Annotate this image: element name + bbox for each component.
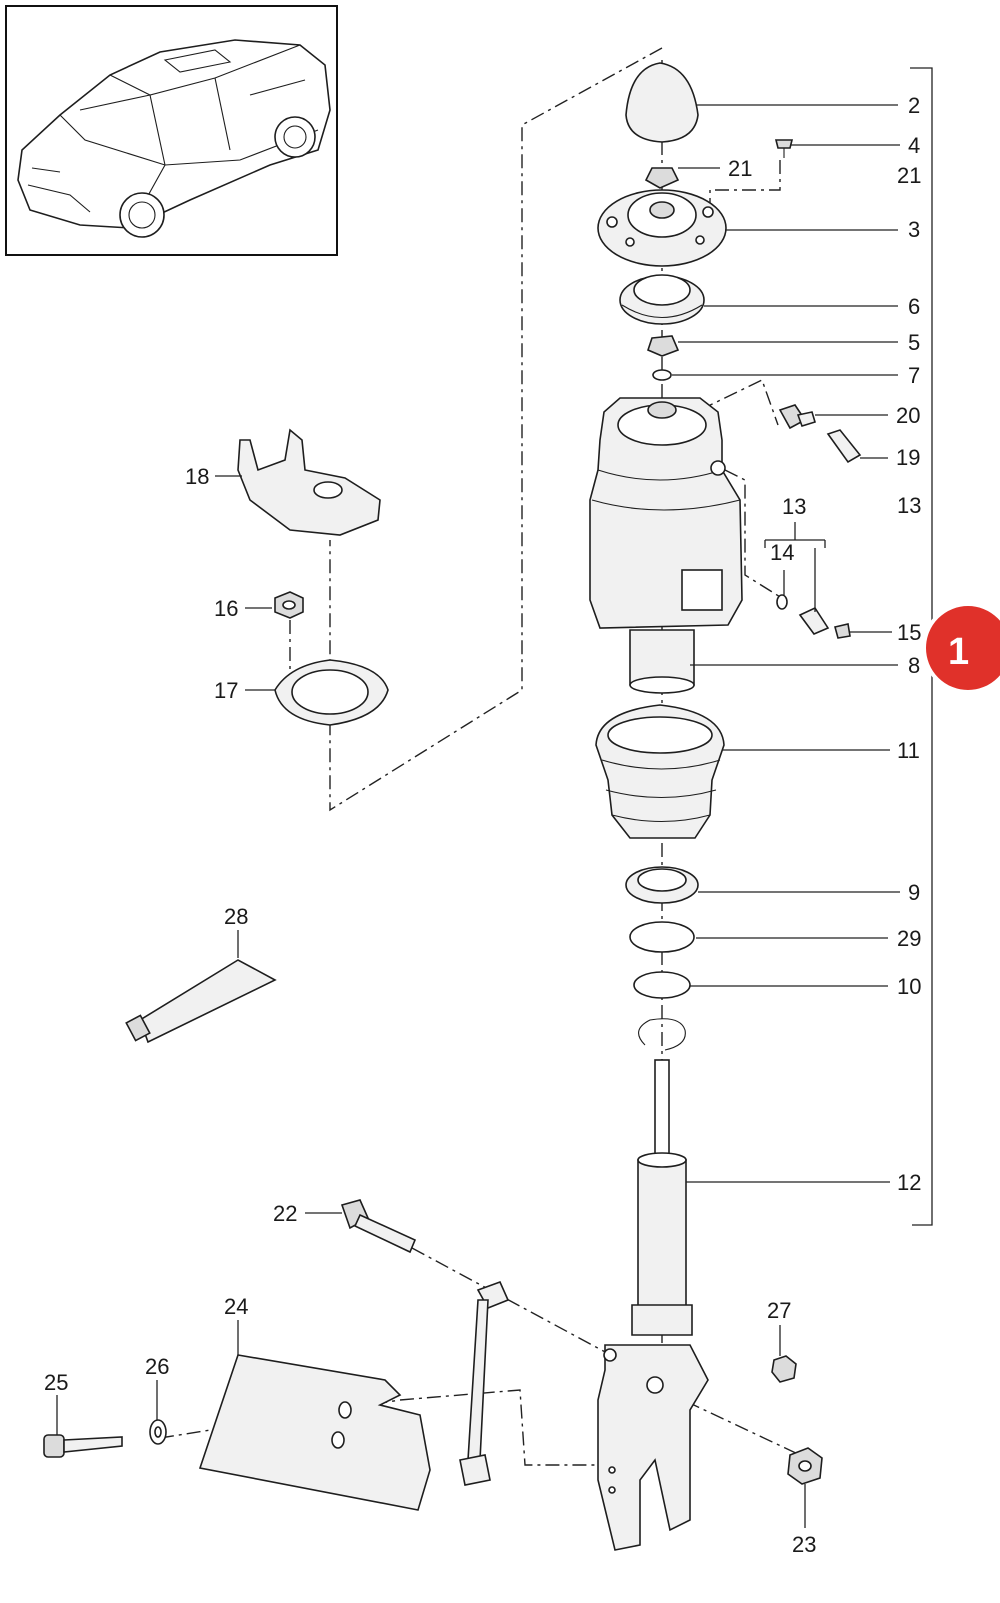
callout-8: 8 — [908, 653, 920, 678]
part-bracket-18 — [237, 428, 381, 536]
part-nut-21 — [644, 167, 680, 189]
part-fitting-20 — [778, 404, 816, 430]
callout-23: 23 — [792, 1532, 816, 1557]
part-screw-4 — [774, 139, 794, 158]
vehicle-thumbnail — [5, 5, 338, 256]
callout-14: 14 — [770, 540, 794, 565]
callout-10: 10 — [897, 974, 921, 999]
callout-16: 16 — [214, 596, 238, 621]
callout-20: 20 — [896, 403, 920, 428]
callout-6: 6 — [908, 294, 920, 319]
callout-numbers: 2 4 21 21 3 6 5 7 20 19 13 13 14 15 8 11… — [44, 93, 921, 1557]
part-grease-tube-28 — [125, 959, 277, 1044]
part-ring-10 — [633, 971, 691, 999]
callout-11: 11 — [897, 738, 920, 763]
part-washer-26 — [149, 1419, 167, 1445]
callout-28: 28 — [224, 904, 248, 929]
part-bump-stop — [625, 62, 699, 143]
callout-27: 27 — [767, 1298, 791, 1323]
callout-7: 7 — [908, 363, 920, 388]
part-valve-19 — [826, 429, 862, 464]
callout-13: 13 — [782, 494, 806, 519]
badge-label: 1 — [948, 631, 969, 673]
part-bolt-22 — [340, 1199, 417, 1254]
part-piston-8 — [629, 629, 695, 694]
callout-3: 3 — [908, 217, 920, 242]
part-valve-13 — [798, 606, 830, 635]
callout-25: 25 — [44, 1370, 68, 1395]
part-o-ring-7 — [652, 369, 672, 381]
callout-4: 4 — [908, 133, 920, 158]
part-circlip — [638, 1018, 686, 1051]
callout-2: 2 — [908, 93, 920, 118]
part-nut-16 — [274, 591, 304, 619]
callout-24: 24 — [224, 1294, 248, 1319]
part-fork — [597, 1344, 709, 1551]
part-boot-11 — [595, 704, 725, 839]
callout-15: 15 — [897, 620, 921, 645]
callout-12: 12 — [897, 1170, 921, 1195]
part-ring-nut-9 — [625, 866, 699, 904]
part-cap-15 — [834, 623, 851, 639]
part-ring-29 — [629, 921, 695, 953]
callout-21-nut: 21 — [728, 156, 752, 181]
callout-29: 29 — [897, 926, 921, 951]
part-strut-mount — [597, 189, 727, 267]
part-air-spring — [589, 397, 743, 629]
callout-19: 19 — [896, 445, 920, 470]
part-link-rod — [459, 1280, 510, 1486]
part-o-ring-14 — [776, 594, 788, 610]
callout-5: 5 — [908, 330, 920, 355]
callout-18: 18 — [185, 464, 209, 489]
badge-circle — [922, 602, 1000, 694]
callout-9: 9 — [908, 880, 920, 905]
callout-22: 22 — [273, 1201, 297, 1226]
callout-26: 26 — [145, 1354, 169, 1379]
suv-illustration — [17, 39, 331, 238]
position-badge[interactable]: 1 — [922, 602, 1000, 694]
leader-lines — [56, 104, 900, 1528]
part-plate-17 — [274, 659, 389, 726]
callout-17: 17 — [214, 678, 238, 703]
part-nut-5 — [647, 335, 680, 357]
part-heat-shield-24 — [198, 1354, 431, 1511]
callout-13-right: 13 — [897, 493, 921, 518]
part-bolt-25 — [43, 1434, 123, 1458]
part-damper-12 — [631, 1059, 693, 1336]
part-nut-27 — [771, 1355, 797, 1383]
callout-21-right: 21 — [897, 163, 921, 188]
part-nut-23 — [787, 1447, 823, 1485]
part-bearing-6 — [619, 274, 705, 325]
